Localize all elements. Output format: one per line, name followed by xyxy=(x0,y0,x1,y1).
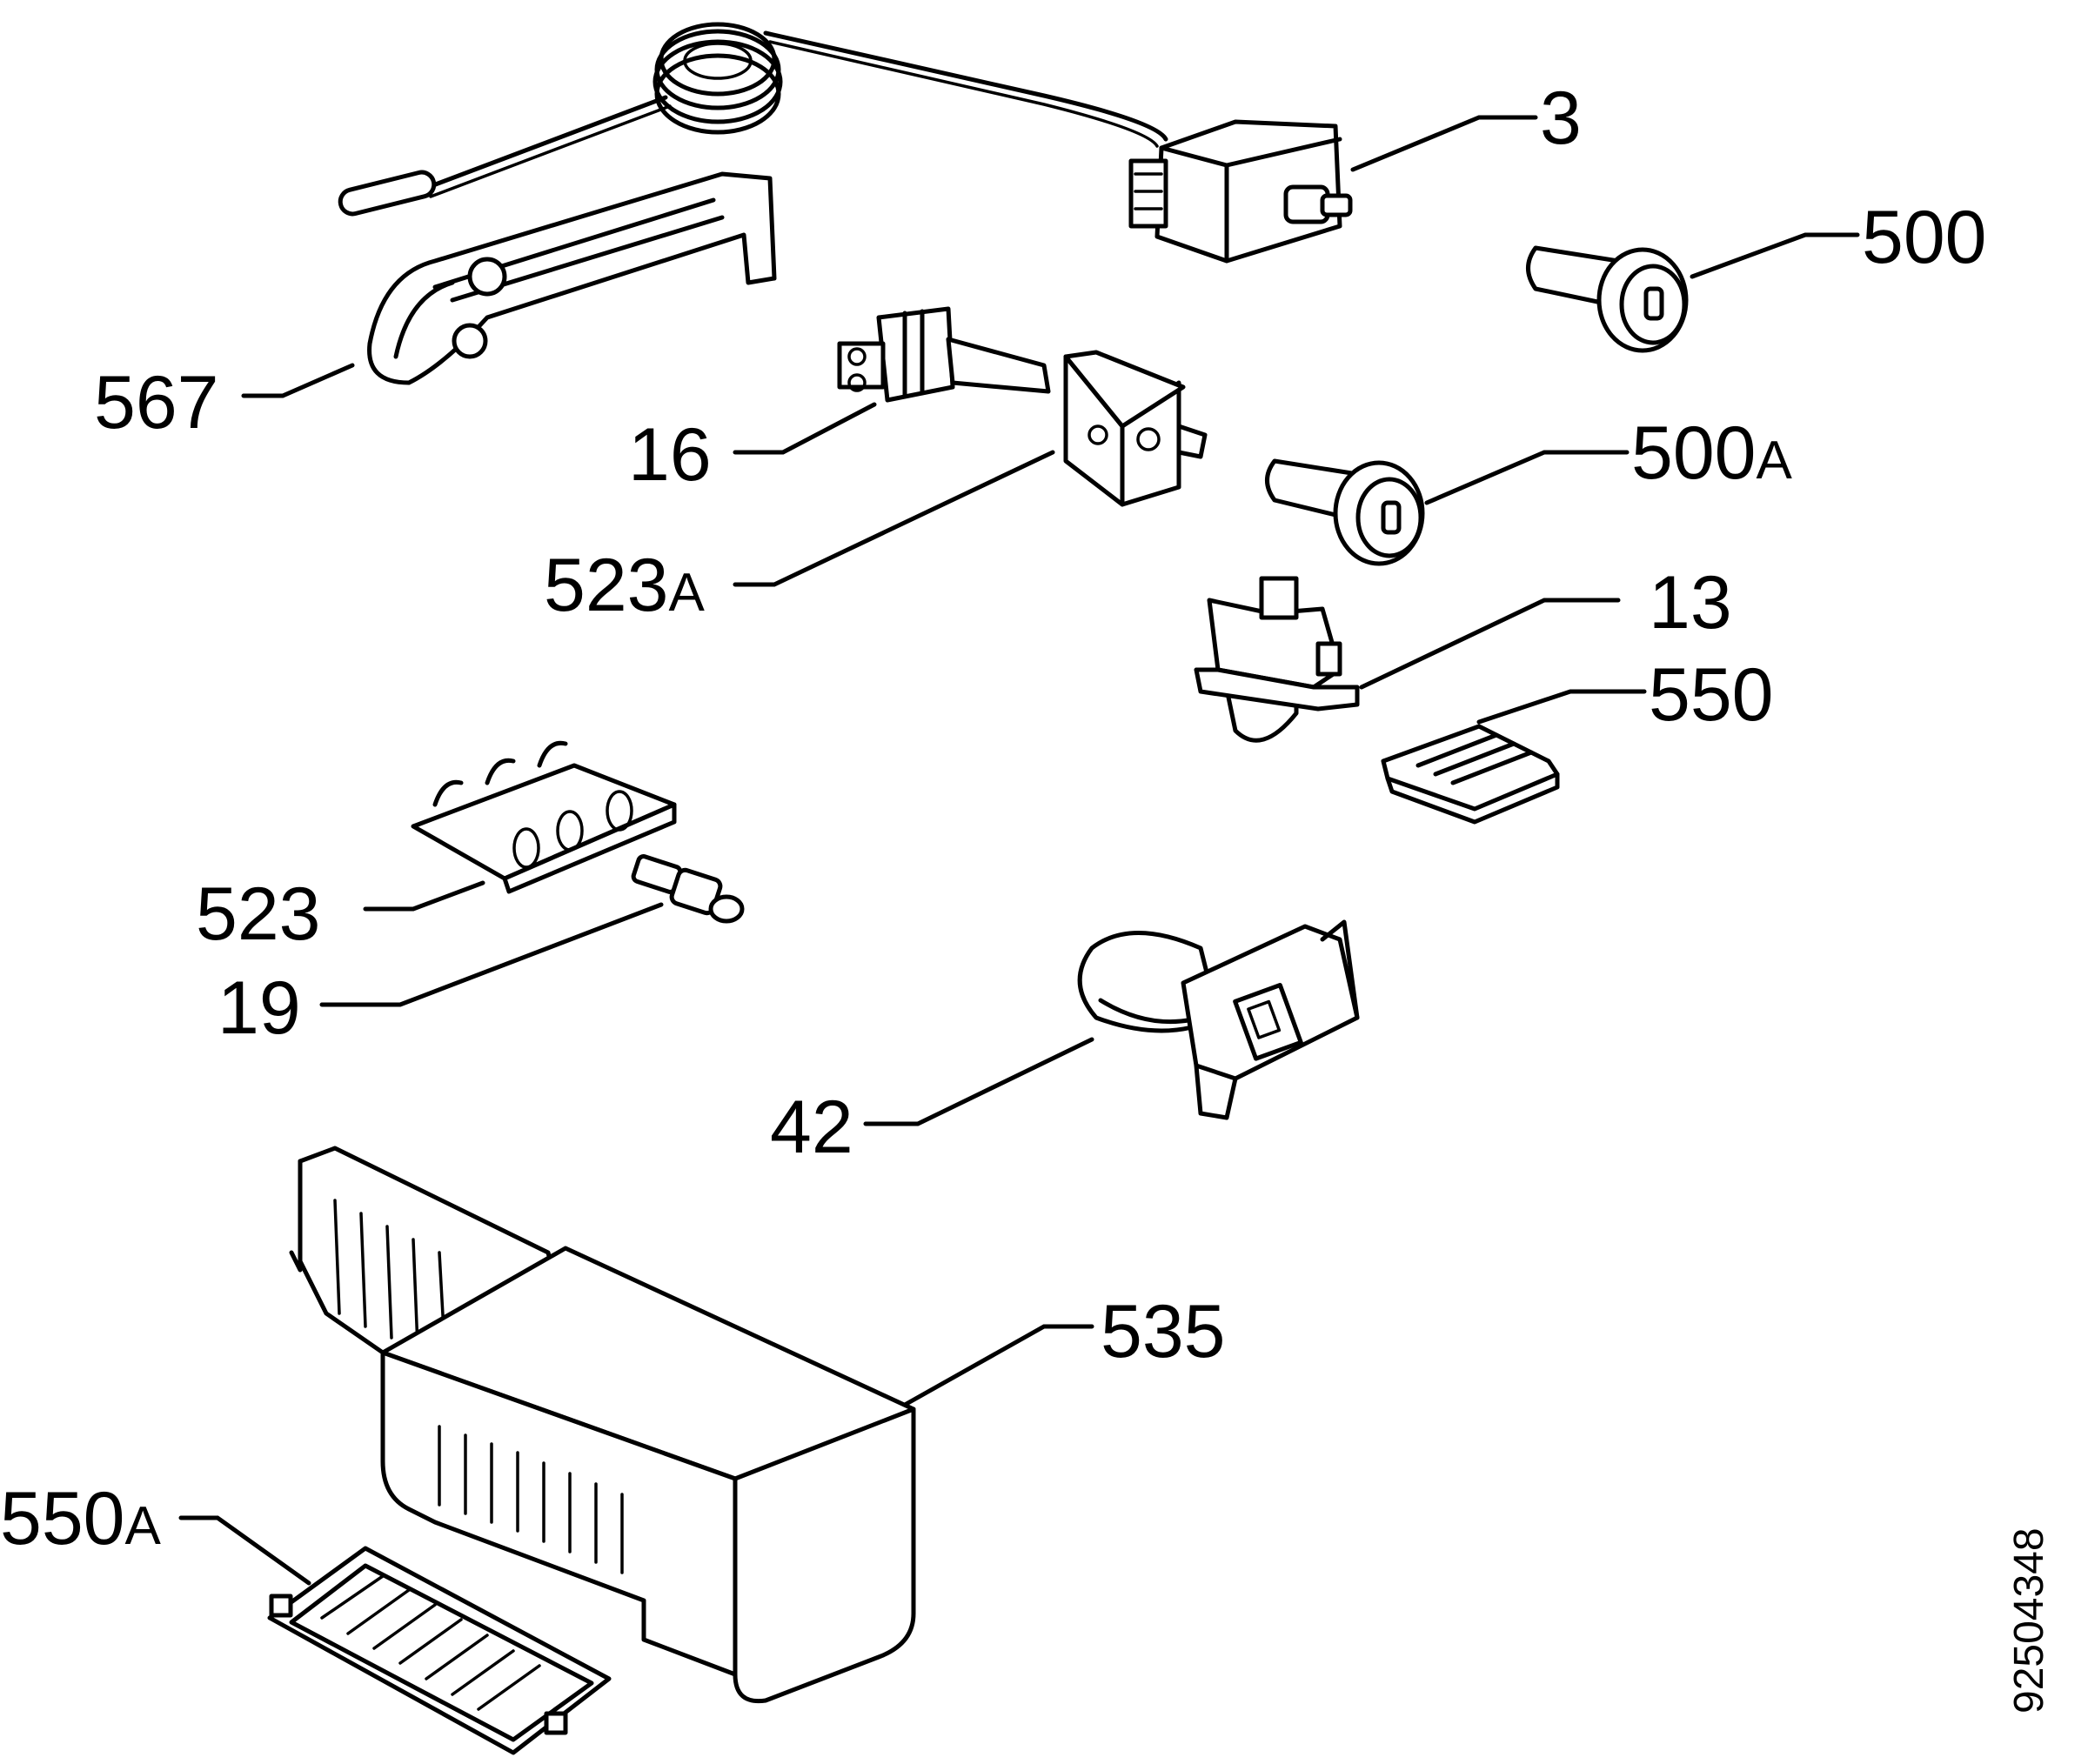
label-523a: 523A xyxy=(544,544,706,627)
label-567: 567 xyxy=(94,361,219,444)
reference-number: 92504348 xyxy=(2006,1527,2052,1714)
label-42: 42 xyxy=(770,1086,853,1169)
label-550a: 550A xyxy=(0,1477,162,1560)
label-13: 13 xyxy=(1649,561,1732,645)
part-3-thermostat xyxy=(338,22,1353,264)
part-500a-knob xyxy=(1265,458,1425,566)
part-16-switch xyxy=(837,306,1051,403)
label-535: 535 xyxy=(1101,1290,1226,1373)
part-523-holder-strip xyxy=(411,740,677,894)
part-523a-holder xyxy=(1063,350,1208,507)
part-550a-grille xyxy=(267,1546,612,1755)
label-500: 500 xyxy=(1862,196,1987,279)
label-3: 3 xyxy=(1540,77,1582,160)
label-523: 523 xyxy=(196,872,321,956)
leader-lines xyxy=(178,115,1860,1586)
part-13-lamp-switch xyxy=(1194,576,1360,743)
part-42-lamp-socket xyxy=(1077,919,1360,1120)
part-567-bracket xyxy=(367,171,777,385)
part-500-knob xyxy=(1526,245,1689,353)
label-550: 550 xyxy=(1649,653,1774,737)
label-19: 19 xyxy=(218,966,301,1050)
part-535-lamp-cover xyxy=(289,1146,916,1704)
label-16: 16 xyxy=(628,413,712,497)
part-550-clip xyxy=(1381,724,1560,825)
label-500a: 500A xyxy=(1631,411,1793,495)
part-19-bulb xyxy=(631,854,745,924)
